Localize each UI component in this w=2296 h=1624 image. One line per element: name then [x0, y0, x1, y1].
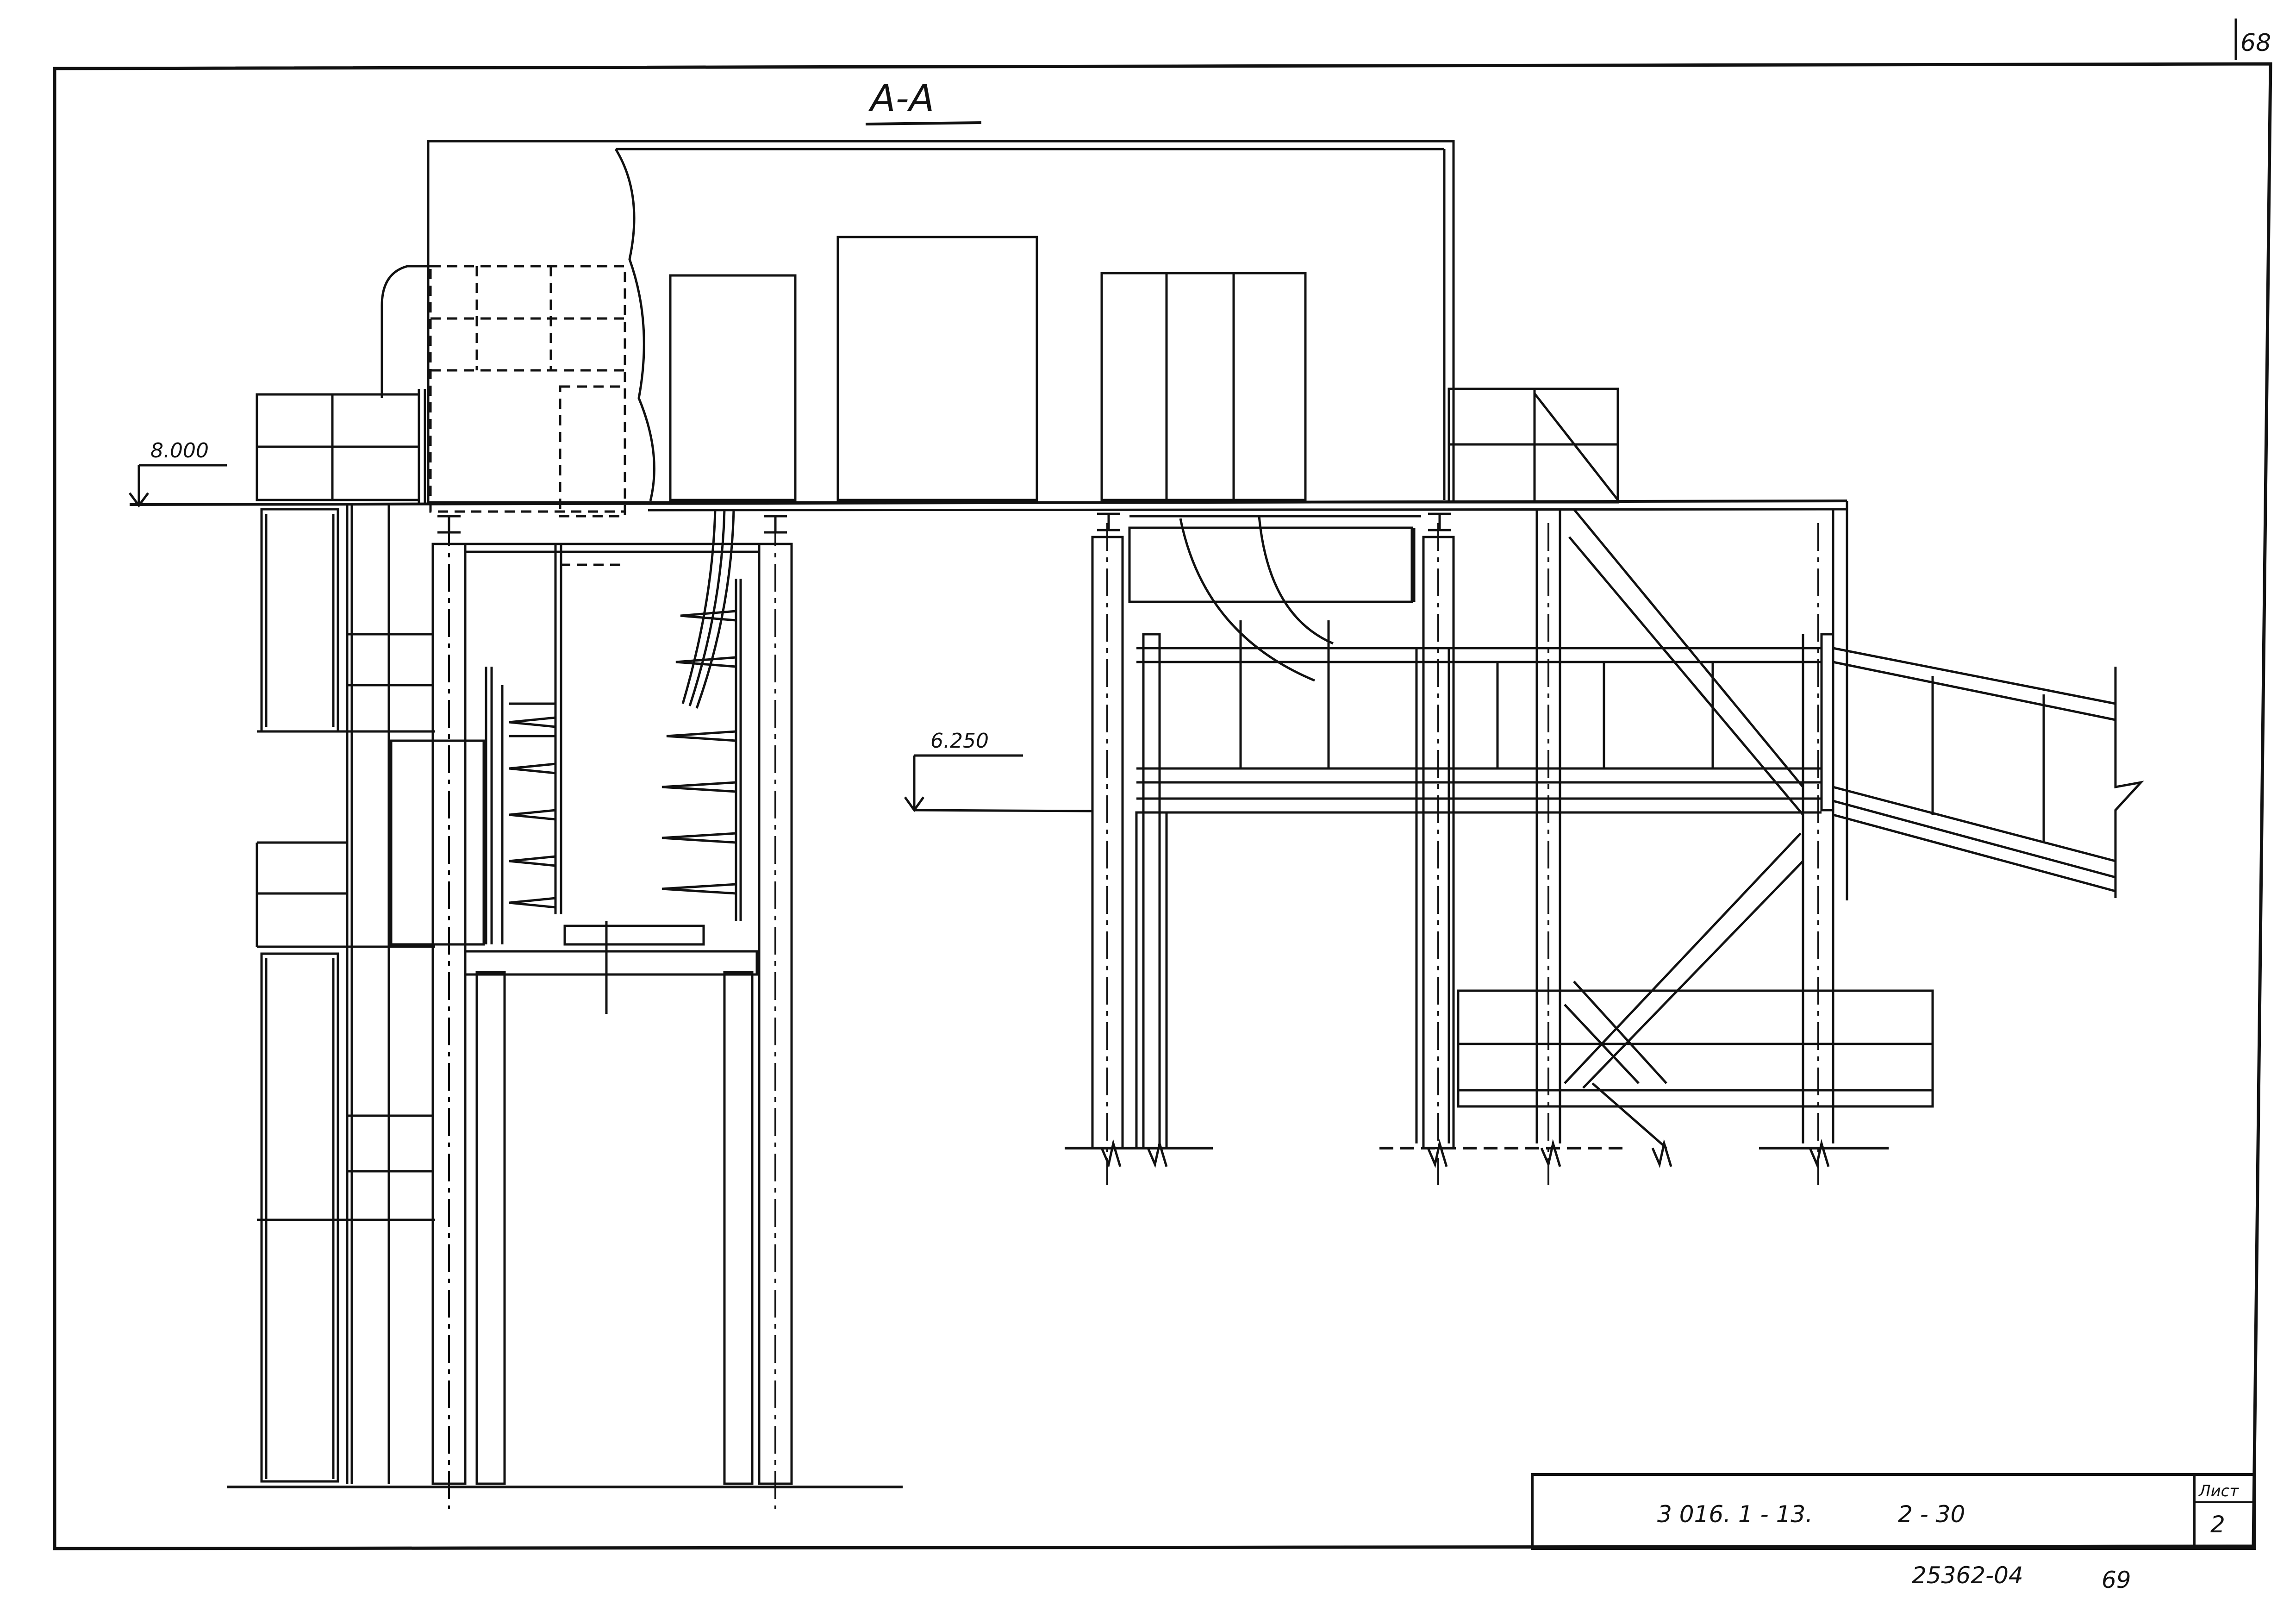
walkway-gallery [1135, 620, 2144, 1149]
ground-lines [227, 1139, 1889, 1488]
left-staircase [256, 505, 485, 1484]
level-top-label: 8.000 [150, 439, 209, 462]
footer-code: 25362-04 [1912, 1562, 2023, 1589]
structure [129, 140, 2144, 1509]
level-mark-middle: 6.250 [904, 729, 1093, 812]
section-label: A-A [868, 77, 934, 120]
right-centerlines [1106, 523, 1819, 1185]
duct-bend [381, 265, 430, 398]
title-block: 3 016. 1 - 13. 2 - 30 Лист 2 [1531, 1473, 2256, 1550]
column-centerlines [448, 518, 776, 1509]
sheet-label: Лист [2198, 1482, 2239, 1500]
dashed-duct [429, 265, 626, 566]
issue-text: 2 - 30 [1898, 1501, 1965, 1528]
ibeam-markers [437, 512, 1451, 534]
sheet-number: 2 [2210, 1511, 2225, 1538]
page-number: 68 [2240, 29, 2271, 57]
right-frame [1091, 387, 1934, 1149]
level-mark-top: 8.000 [128, 439, 227, 508]
section-title: A-A [865, 77, 982, 125]
footer-page: 69 [2102, 1567, 2131, 1593]
level-middle-label: 6.250 [930, 729, 989, 753]
designation-text: 3 016. 1 - 13. [1657, 1501, 1813, 1528]
cable-bundle [485, 509, 742, 944]
